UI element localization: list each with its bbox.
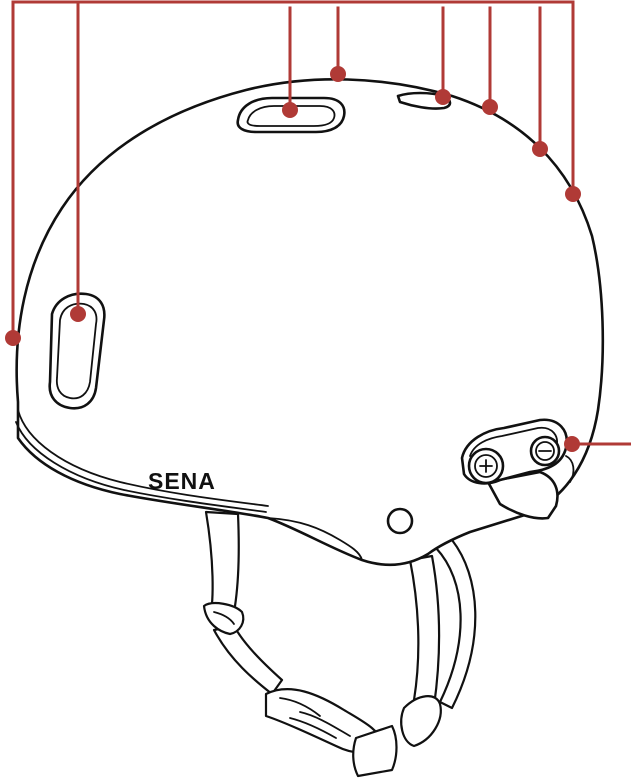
- rear-strap-outer: [436, 540, 475, 708]
- callout-2-dot: [70, 306, 86, 322]
- callout-3-dot: [282, 102, 298, 118]
- callout-4-dot: [330, 66, 346, 82]
- callout-7-dot: [532, 141, 548, 157]
- brand-logo: SENA: [148, 468, 216, 494]
- callout-1-dot: [5, 330, 21, 346]
- callout-9-dot: [564, 436, 580, 452]
- rear-strap: [410, 556, 439, 706]
- front-strap-lower: [214, 626, 282, 694]
- callout-6-dot: [482, 99, 498, 115]
- front-slider: [204, 603, 243, 634]
- rear-buckle: [401, 696, 441, 746]
- callout-8-dot: [565, 186, 581, 202]
- rear-button: [388, 509, 412, 533]
- callout-5-dot: [435, 89, 451, 105]
